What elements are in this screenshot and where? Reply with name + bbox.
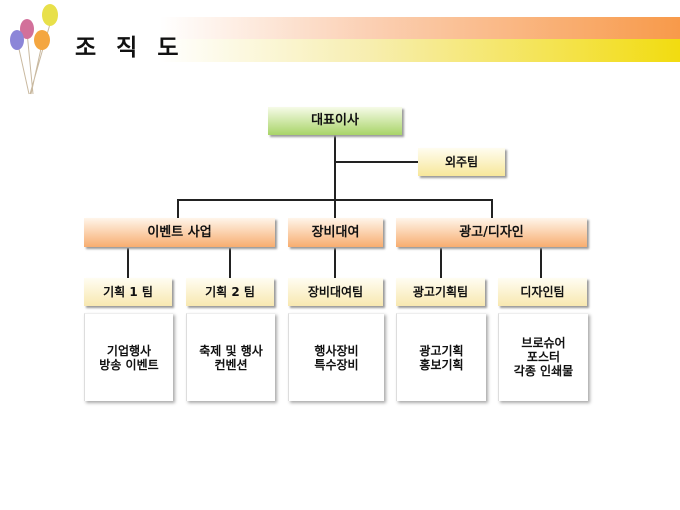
page-title: 조 직 도 (75, 35, 185, 61)
desc-line: 행사장비 (314, 344, 359, 358)
desc-line: 컨벤션 (214, 358, 248, 372)
connector (491, 199, 493, 218)
ceo-box: 대표이사 (268, 107, 402, 135)
outsource-team-box: 외주팀 (418, 148, 505, 176)
team-design: 디자인팀 (498, 278, 587, 306)
desc-line: 각종 인쇄물 (513, 364, 574, 378)
desc-line: 홍보기획 (419, 358, 464, 372)
desc-line: 포스터 (526, 350, 561, 364)
team-planning-1: 기획 1 팀 (84, 278, 172, 306)
connector (229, 248, 231, 278)
team-ad-planning: 광고기획팀 (396, 278, 485, 306)
team-rental: 장비대여팀 (288, 278, 383, 306)
division-ad-design: 광고/디자인 (396, 218, 587, 247)
connector (540, 248, 542, 278)
team-planning-2: 기획 2 팀 (186, 278, 274, 306)
desc-line: 축제 및 행사 (199, 344, 263, 358)
header-band-orange (160, 17, 680, 39)
desc-line: 브로슈어 (521, 336, 566, 350)
desc-line: 방송 이벤트 (99, 357, 159, 372)
header-band-yellow (160, 39, 680, 62)
connector (127, 248, 129, 278)
connector (335, 161, 418, 163)
desc-line: 기업행사 (106, 343, 152, 358)
desc-line: 특수장비 (314, 358, 359, 372)
desc-line: 광고기획 (419, 344, 464, 358)
division-event: 이벤트 사업 (84, 218, 275, 247)
balloons-icon (10, 4, 58, 95)
connector (334, 248, 336, 278)
division-rental: 장비대여 (288, 218, 383, 247)
connector (334, 199, 336, 218)
connector (440, 248, 442, 278)
connector (177, 199, 179, 218)
connector (334, 135, 336, 200)
